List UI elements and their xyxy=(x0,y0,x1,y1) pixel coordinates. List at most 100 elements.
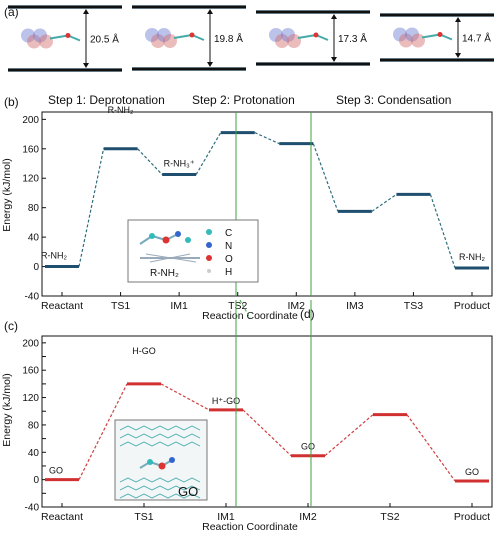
arrow-head-down xyxy=(83,63,89,68)
legend-atom-o: O xyxy=(225,254,233,265)
x-tick-label: IM1 xyxy=(170,300,188,312)
connector-line xyxy=(242,409,292,457)
x-tick-label: IM3 xyxy=(346,300,364,312)
plot-frame xyxy=(41,111,493,297)
legend-atom-c: C xyxy=(225,228,232,239)
distance-label: 20.5 Å xyxy=(90,33,119,46)
y-tick-label: 160 xyxy=(22,144,39,155)
x-tick-label: Reactant xyxy=(41,511,83,523)
orbital-lobe xyxy=(157,28,171,42)
orbital-lobe xyxy=(21,28,35,43)
orbital-lobe xyxy=(151,34,165,48)
y-tick-label: 120 xyxy=(22,393,39,404)
x-tick-label: IM2 xyxy=(299,511,317,523)
y-tick-label: 40 xyxy=(28,233,40,244)
step-1-label: Step 1: Deprotonation xyxy=(48,93,165,107)
plate-top xyxy=(380,13,494,17)
molecule-bond xyxy=(297,34,317,39)
chart-b-xlabel: Reaction Coordinate xyxy=(202,310,298,322)
plot-frame xyxy=(41,335,493,508)
orbital-lobe xyxy=(163,34,177,48)
connector-line xyxy=(371,193,397,212)
panel-b-label: (b) xyxy=(4,95,19,109)
arrow-head-up xyxy=(331,14,337,19)
plate-bottom xyxy=(132,67,246,71)
x-tick-label: Product xyxy=(454,511,490,523)
distance-label: 14.7 Å xyxy=(462,32,491,45)
step-2-label: Step 2: Protonation xyxy=(192,93,295,107)
orbital-lobe xyxy=(281,28,295,42)
orbital-lobe xyxy=(405,27,419,42)
x-tick-label: IM2 xyxy=(288,300,306,312)
step-3-label: Step 3: Condensation xyxy=(336,93,451,107)
connector-line xyxy=(312,143,339,212)
orbital-lobe xyxy=(275,34,289,48)
connector-line xyxy=(254,132,280,145)
y-tick-label: 40 xyxy=(28,448,40,459)
arrow-head-up xyxy=(455,17,461,22)
y-tick-label: 200 xyxy=(22,115,39,126)
orbital-lobe xyxy=(287,34,301,48)
panel-c-label: (c) xyxy=(4,319,18,333)
energy-annotation: GO xyxy=(465,467,479,477)
plate-top xyxy=(132,5,246,9)
plate-top xyxy=(8,5,122,9)
distance-label: 19.8 Å xyxy=(214,32,243,45)
connector-line xyxy=(160,383,210,411)
connector-line xyxy=(324,414,374,457)
arrow-head-down xyxy=(455,53,461,58)
energy-annotation: R-NH₂ xyxy=(41,251,67,261)
x-tick-label: TS2 xyxy=(228,300,247,312)
energy-annotation: H-GO xyxy=(132,346,156,356)
orbital-lobe xyxy=(39,34,53,49)
orbital-lobe xyxy=(411,33,425,48)
molecule-atom xyxy=(437,32,443,37)
y-tick-label: 80 xyxy=(28,203,40,214)
connector-line xyxy=(78,383,128,480)
orbital-lobe xyxy=(145,28,159,42)
inset-b-molecule xyxy=(127,219,259,283)
arrow-head-up xyxy=(207,9,213,14)
molecule-bond xyxy=(421,33,441,39)
legend-atom-h: H xyxy=(225,267,232,278)
connector-line xyxy=(78,148,105,267)
molecule-atom xyxy=(313,32,319,38)
y-tick-label: 0 xyxy=(33,262,39,273)
connector-line xyxy=(429,194,456,269)
orbital-lobe xyxy=(33,28,47,43)
energy-annotation: GO xyxy=(301,442,315,452)
energy-annotation: H⁺-GO xyxy=(212,396,240,406)
energy-annotation: R-NH₃⁺ xyxy=(164,159,195,169)
x-tick-label: TS1 xyxy=(111,300,130,312)
connector-line xyxy=(406,414,456,482)
x-tick-label: TS3 xyxy=(404,300,423,312)
legend-atom-n: N xyxy=(225,241,232,252)
energy-annotation: GO xyxy=(49,466,63,476)
plate-bottom xyxy=(8,68,122,72)
molecule-atom xyxy=(189,32,195,38)
orbital-lobe xyxy=(269,28,283,42)
chart-c-xlabel: Reaction Coordinate xyxy=(202,521,298,533)
x-tick-label: Reactant xyxy=(41,300,83,312)
x-tick-label: IM1 xyxy=(217,511,235,523)
energy-annotation: R-NH₂ xyxy=(108,105,134,115)
y-tick-label: -40 xyxy=(25,503,40,514)
energy-annotation: R-NH₂ xyxy=(459,252,485,262)
arrow-head-down xyxy=(207,62,213,67)
plate-bottom xyxy=(256,62,370,66)
orbital-lobe xyxy=(399,33,413,48)
y-tick-label: 120 xyxy=(22,174,39,185)
y-tick-label: 0 xyxy=(33,475,39,486)
inset-b-label: R-NH₂ xyxy=(150,268,179,279)
y-tick-label: 80 xyxy=(28,420,40,431)
plate-top xyxy=(256,10,370,14)
x-tick-label: Product xyxy=(454,300,490,312)
inset-c-graphene xyxy=(114,419,208,501)
y-tick-label: -40 xyxy=(25,292,40,303)
panel-d-label: (d) xyxy=(300,307,315,321)
x-tick-label: TS2 xyxy=(380,511,399,523)
